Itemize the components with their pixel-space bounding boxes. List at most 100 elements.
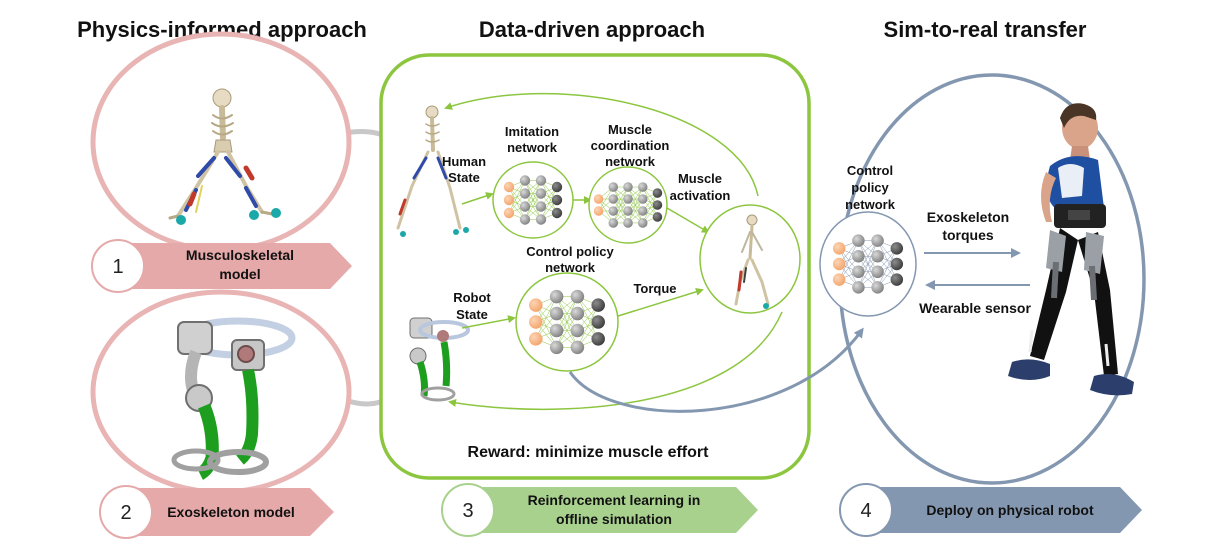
network-node — [623, 218, 633, 228]
label-wearable-sensor: Wearable sensor — [919, 300, 1031, 316]
label-activation-line1: Muscle — [678, 171, 722, 186]
feedback-arrow-bottom — [448, 311, 783, 411]
network-node — [535, 214, 547, 225]
label-right-policy-line1: Control — [847, 163, 893, 178]
network-node — [637, 182, 648, 192]
network-node — [637, 194, 648, 204]
step-2-number: 2 — [120, 502, 131, 524]
network-node — [519, 175, 531, 186]
network-node — [890, 273, 904, 286]
network-node — [871, 281, 884, 294]
musculoskeletal-panel — [90, 31, 352, 253]
step-1-number: 1 — [112, 256, 123, 278]
muscle-coordination-network — [588, 166, 668, 244]
network-node — [570, 340, 585, 355]
network-edge — [535, 296, 557, 340]
skeleton-figure-icon — [168, 88, 281, 225]
label-robot-state-line2: State — [456, 307, 488, 322]
network-edge — [877, 248, 898, 288]
step-3-number: 3 — [462, 500, 473, 522]
network-node — [549, 340, 564, 355]
network-node — [551, 181, 563, 193]
heading-data-driven: Data-driven approach — [479, 17, 705, 42]
network-node — [593, 206, 604, 216]
network-node — [503, 207, 515, 219]
network-edge — [627, 186, 643, 224]
network-node — [570, 306, 585, 321]
network-node — [519, 214, 531, 225]
label-imitation-line1: Imitation — [505, 124, 559, 139]
network-edge — [642, 192, 658, 224]
network-node — [623, 194, 633, 204]
robot-state-exoskeleton-icon — [409, 317, 470, 402]
arrow-torque — [617, 287, 704, 317]
network-node — [623, 206, 633, 216]
network-node — [591, 332, 605, 346]
exoskeleton-panel — [90, 289, 352, 495]
label-right-policy-line3: network — [845, 197, 896, 212]
network-node — [535, 201, 547, 212]
network-edge — [577, 304, 599, 348]
step-2-band: 2 Exoskeleton model — [99, 485, 334, 539]
human-state-skeleton-icon — [396, 105, 469, 237]
step-3-label-line1: Reinforcement learning in — [528, 492, 701, 508]
step-1-label-line2: model — [219, 266, 260, 282]
feedback-arrow-top — [444, 92, 759, 197]
network-node — [652, 200, 663, 210]
network-node — [890, 242, 904, 255]
network-node — [652, 188, 663, 198]
network-node — [535, 188, 547, 199]
label-exo-torques-line2: torques — [942, 227, 994, 243]
network-node — [871, 249, 884, 263]
step-1-band: 1 Musculoskeletal model — [91, 239, 352, 293]
label-coordination-line3: network — [605, 154, 656, 169]
network-node — [593, 194, 604, 204]
network-node — [852, 265, 865, 279]
transfer-arrow — [568, 327, 864, 413]
step-4-band: 4 Deploy on physical robot — [839, 483, 1142, 537]
network-edge — [556, 296, 578, 348]
network-node — [551, 194, 563, 206]
network-node — [529, 332, 543, 346]
network-edge — [858, 240, 878, 288]
network-node — [503, 181, 515, 193]
network-node — [529, 315, 543, 329]
network-edge — [613, 186, 629, 224]
network-node — [608, 182, 619, 192]
network-node — [570, 289, 585, 304]
network-node — [852, 249, 865, 263]
network-edge — [540, 186, 558, 220]
label-human-state-line2: State — [448, 170, 480, 185]
network-node — [535, 175, 547, 186]
step-4-number: 4 — [860, 500, 871, 522]
step-3-label-line2: offline simulation — [556, 511, 672, 527]
network-node — [871, 234, 884, 247]
data-driven-box — [379, 53, 811, 480]
step-3-band: 3 Reinforcement learning in offline simu… — [441, 483, 758, 537]
arrow-robot-to-policy — [461, 315, 516, 329]
network-node — [503, 194, 515, 206]
label-torque: Torque — [633, 281, 676, 296]
network-node — [832, 242, 846, 255]
network-node — [852, 234, 865, 247]
label-activation-line2: activation — [670, 188, 731, 203]
network-node — [519, 201, 531, 212]
arrow-human-to-imitation — [461, 192, 494, 205]
network-node — [608, 206, 619, 216]
step-2-label: Exoskeleton model — [167, 504, 295, 520]
person-wearing-exoskeleton-icon — [1008, 103, 1134, 396]
imitation-network — [492, 161, 574, 239]
network-node — [890, 257, 904, 271]
network-edge — [508, 180, 526, 214]
network-edge — [838, 240, 859, 280]
network-node — [637, 206, 648, 216]
network-node — [549, 323, 564, 338]
network-node — [519, 188, 531, 199]
network-node — [637, 218, 648, 228]
network-edge — [524, 180, 542, 220]
label-exo-torques-line1: Exoskeleton — [927, 209, 1009, 225]
network-node — [608, 194, 619, 204]
network-node — [591, 298, 605, 312]
network-node — [570, 323, 585, 338]
